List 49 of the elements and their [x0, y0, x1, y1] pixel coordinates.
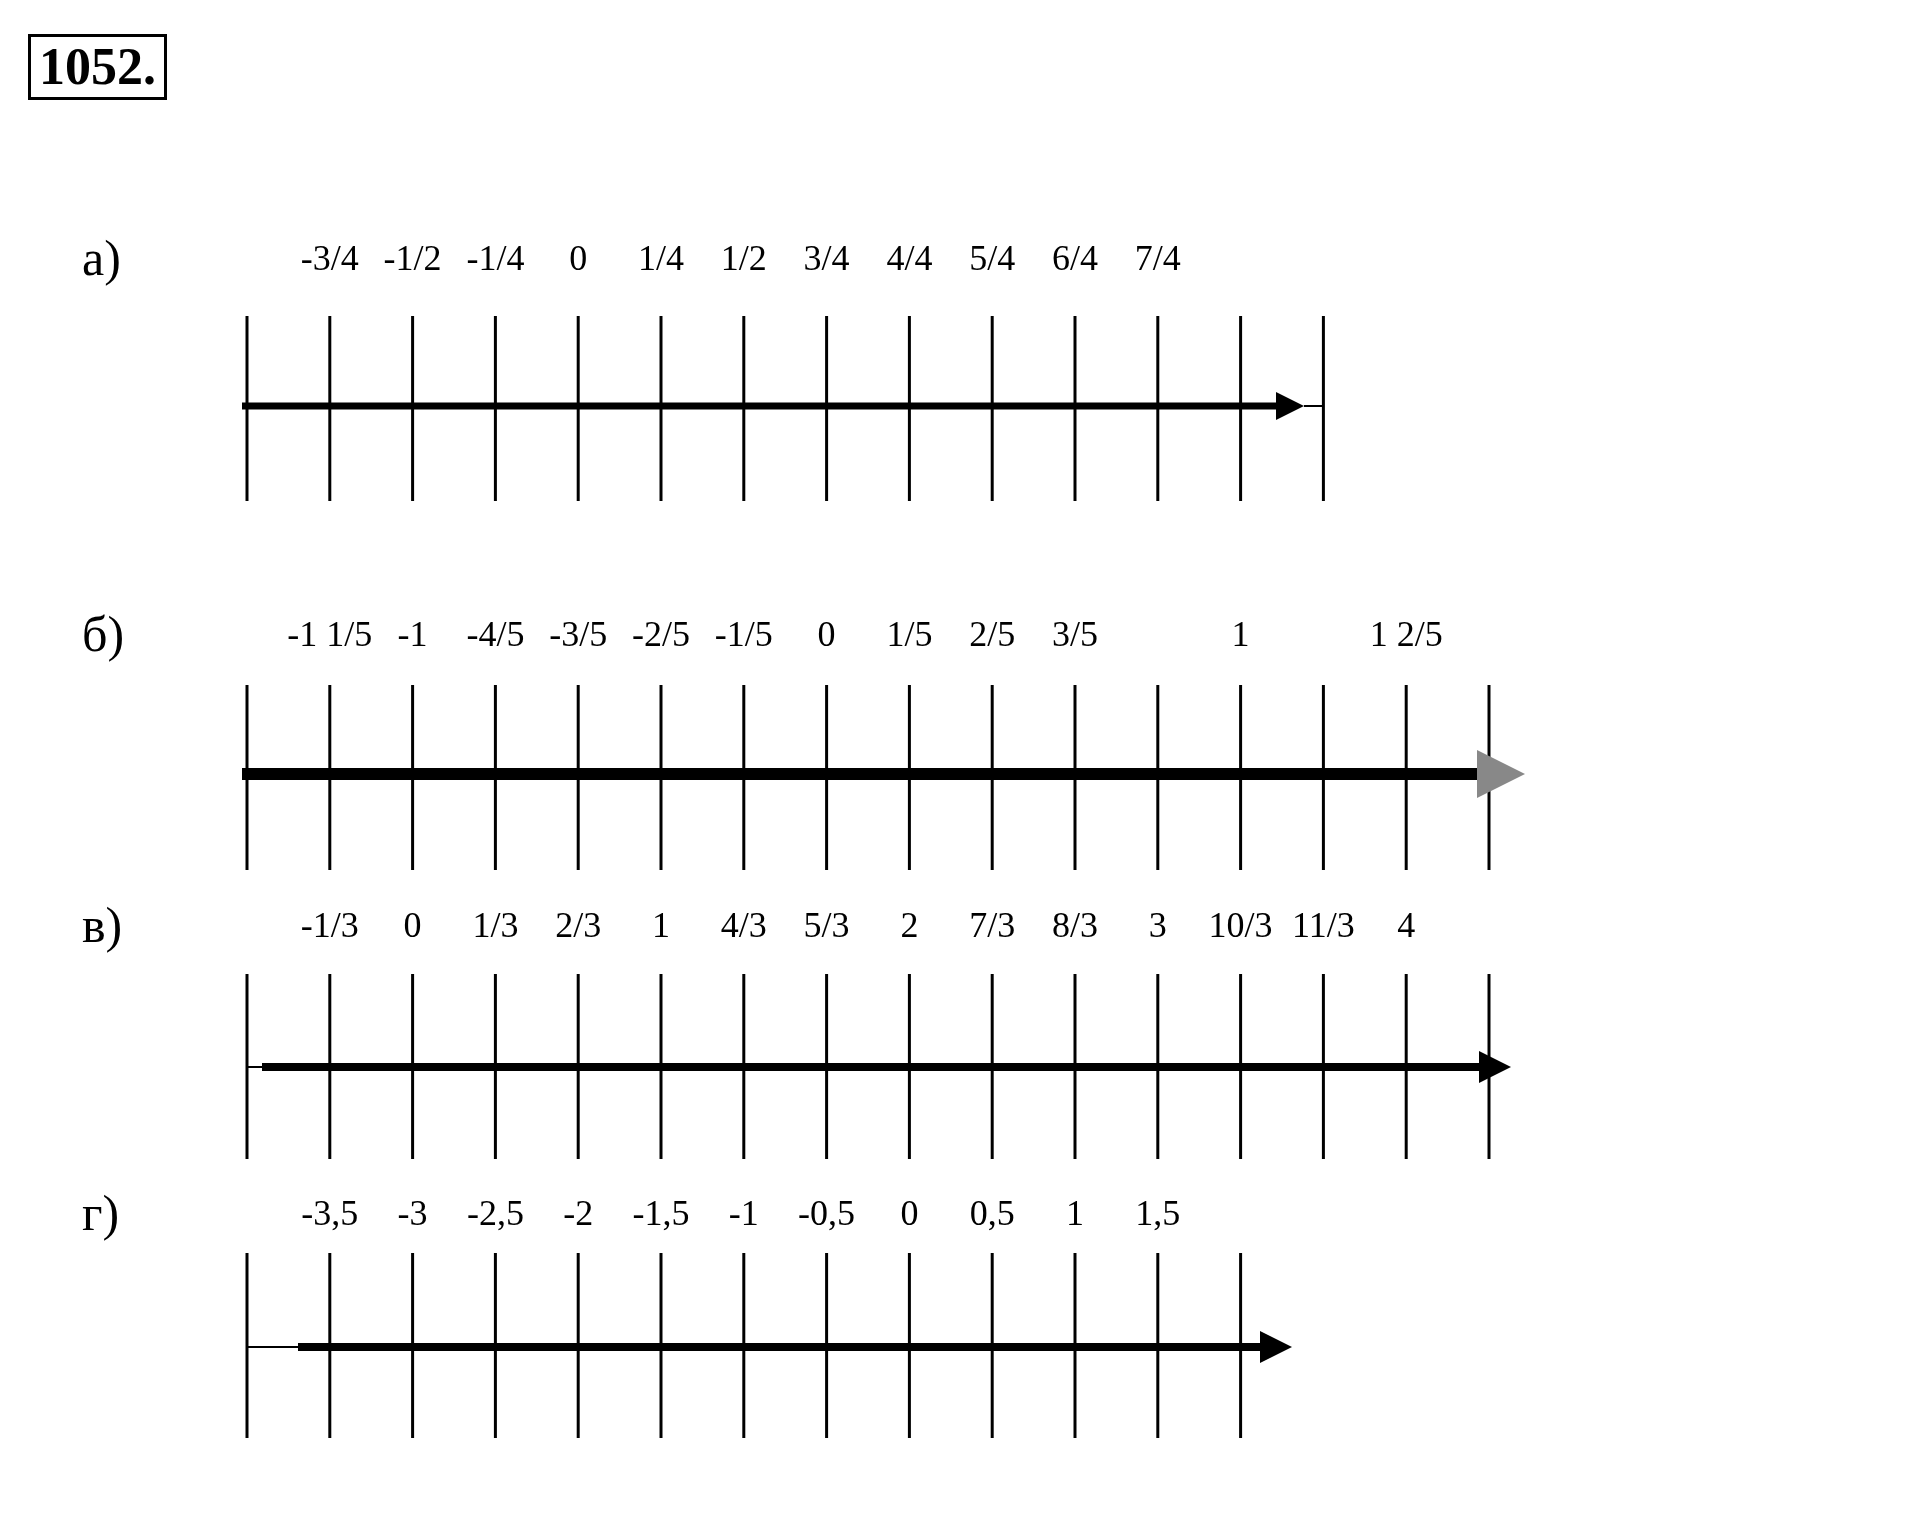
tick-value: -1 [728, 1195, 759, 1231]
tick-value: 7/3 [969, 907, 1016, 943]
tick-value: -1/2 [383, 240, 442, 276]
number-box: 1052. [28, 34, 167, 100]
tick-value: 1,5 [1135, 1195, 1181, 1231]
tick-value: -2 [563, 1195, 594, 1231]
tick-value: 3 [1148, 907, 1167, 943]
tick-value: 1 [652, 907, 670, 943]
tick-value: 0 [900, 1195, 919, 1231]
tick-value: 7/4 [1134, 240, 1181, 276]
tick-value: 4 [1397, 907, 1416, 943]
tick-value: -1 1/5 [287, 616, 373, 652]
tick-value: 0 [403, 907, 422, 943]
tick-value: -3,5 [301, 1195, 359, 1231]
tick-value: 1/2 [720, 240, 767, 276]
tick-value: -0,5 [798, 1195, 856, 1231]
tick-value: 4/3 [720, 907, 767, 943]
tick-value: 2 [900, 907, 919, 943]
tick-value: 2/3 [555, 907, 602, 943]
tick-value: 0 [569, 240, 588, 276]
tick-value: -3/5 [549, 616, 608, 652]
tick-value: 1/3 [472, 907, 519, 943]
tick-value: -1 [397, 616, 428, 652]
tick-value: -4/5 [466, 616, 525, 652]
tick-value: 4/4 [886, 240, 933, 276]
tick-value: -3 [397, 1195, 428, 1231]
tick-value: -2,5 [466, 1195, 524, 1231]
tick-value: 3/5 [1052, 616, 1098, 652]
tick-value: 5/3 [803, 907, 850, 943]
tick-value: -2/5 [632, 616, 690, 652]
tick-value: -1/4 [466, 240, 525, 276]
tick-value: 1/5 [886, 616, 933, 652]
tick-value: 8/3 [1052, 907, 1098, 943]
tick-value: 5/4 [969, 240, 1016, 276]
tick-value: 3/4 [803, 240, 850, 276]
tick-value: -1/5 [714, 616, 773, 652]
tick-value: -1,5 [632, 1195, 690, 1231]
tick-value: 10/3 [1208, 907, 1273, 943]
tick-value: 1 [1066, 1195, 1084, 1231]
tick-value: 0,5 [969, 1195, 1015, 1231]
tick-value: -3/4 [300, 240, 359, 276]
tick-value: -1/3 [300, 907, 359, 943]
tick-value: 1/4 [638, 240, 684, 276]
tick-value: 1 [1231, 616, 1250, 652]
tick-value: 1 2/5 [1369, 616, 1443, 652]
tick-value: 6/4 [1052, 240, 1098, 276]
tick-value: 11/3 [1292, 907, 1355, 943]
tick-value: 2/5 [969, 616, 1016, 652]
tick-value: 0 [817, 616, 836, 652]
